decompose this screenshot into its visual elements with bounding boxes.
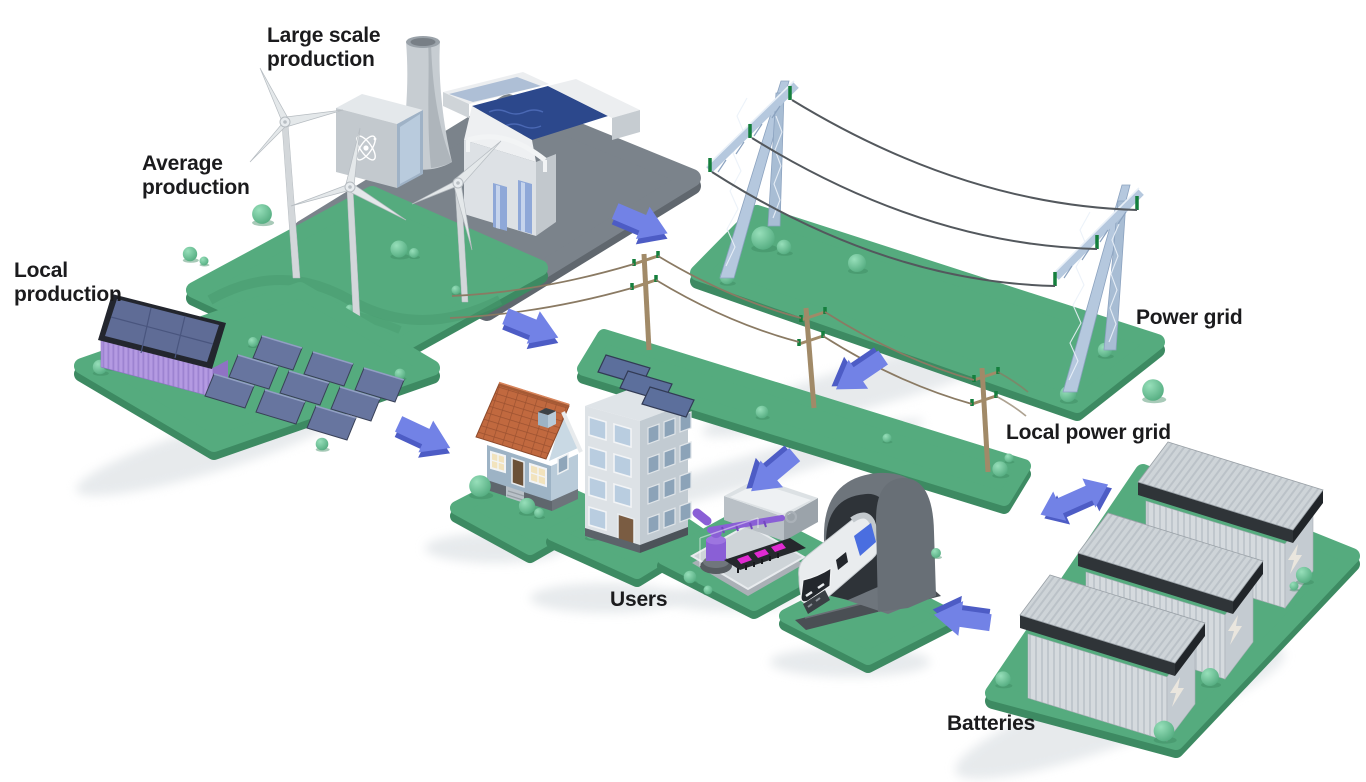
- power-line: [711, 171, 1056, 287]
- local-production-group: [74, 282, 440, 460]
- hydro-dam-icon: [443, 72, 640, 236]
- distribution-line: [449, 263, 635, 319]
- house-door: [511, 456, 525, 489]
- label-local-power-grid: Local power grid: [1006, 421, 1171, 444]
- label-average-production: Average production: [142, 152, 250, 199]
- bush: [1142, 379, 1167, 404]
- train-door: [854, 523, 876, 556]
- transmission-tower-icon: [706, 80, 799, 279]
- label-local-production: Local production: [14, 259, 122, 306]
- train-icon: [798, 512, 881, 614]
- bush: [315, 437, 330, 452]
- users-train-group: [779, 472, 957, 673]
- power-grid-platform: [690, 205, 1165, 413]
- arrow-local-production-to-users: [389, 408, 460, 470]
- power-line: [751, 137, 1098, 250]
- bush: [199, 256, 210, 267]
- bush: [252, 204, 275, 227]
- wind-turbine-icon: [411, 140, 502, 303]
- dam-rail: [467, 134, 547, 162]
- label-large-scale-production: Large scale production: [267, 24, 381, 71]
- batteries-group: [985, 441, 1360, 758]
- label-batteries: Batteries: [947, 712, 1036, 735]
- transmission-tower-icon: [1053, 184, 1144, 393]
- power-grid-group: [690, 80, 1167, 421]
- chimney: [538, 412, 548, 428]
- bush: [931, 548, 943, 560]
- bush: [182, 246, 199, 263]
- apartment-building-icon: [585, 354, 695, 553]
- control-board-icon: [699, 517, 806, 573]
- distribution-line: [995, 371, 1029, 417]
- label-users: Users: [610, 588, 668, 611]
- bush: [1004, 453, 1015, 464]
- water-surface: [472, 86, 608, 140]
- tunnel-front-rim: [876, 477, 936, 612]
- utility-pole-icon: [630, 251, 660, 351]
- distribution-line: [822, 311, 975, 405]
- solar-container-icon: [98, 294, 228, 398]
- distribution-line: [655, 255, 802, 343]
- transformer-icon: [692, 508, 798, 574]
- utility-pole-icon: [797, 307, 827, 409]
- wind-turbine-icon: [249, 67, 344, 279]
- wind-turbine-icon: [290, 127, 407, 356]
- local-power-grid-platform: [577, 329, 1031, 506]
- utility-pole-icon: [970, 367, 1000, 473]
- label-power-grid: Power grid: [1136, 306, 1243, 329]
- house-icon: [475, 381, 583, 511]
- power-line: [791, 99, 1138, 211]
- local-power-grid-group: [449, 251, 1031, 514]
